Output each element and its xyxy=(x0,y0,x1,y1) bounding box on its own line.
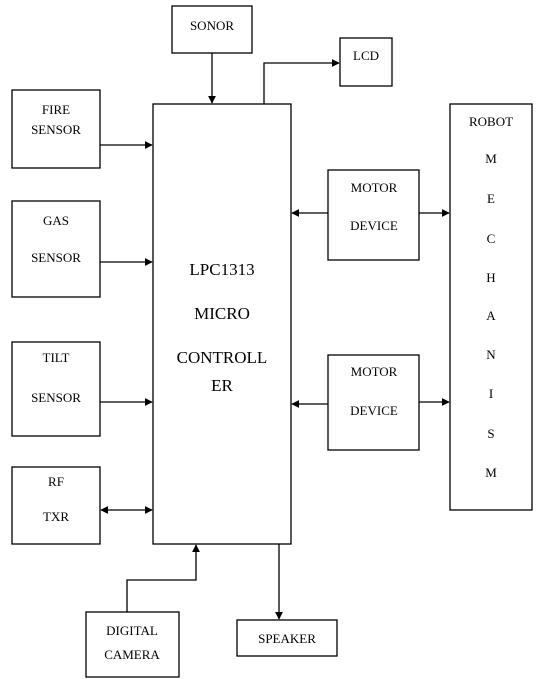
tilt-sensor-label-line2: SENSOR xyxy=(31,390,81,405)
robot-mechanism-label-3: C xyxy=(487,231,496,246)
controller-label-line1: LPC1313 xyxy=(189,260,254,279)
motor-device-top-label-line1: MOTOR xyxy=(351,180,398,195)
robot-mechanism-label-0: ROBOT xyxy=(469,114,513,129)
fire-sensor-label-line2: SENSOR xyxy=(31,122,81,137)
motor-device-bottom-label-line2: DEVICE xyxy=(350,403,398,418)
robot-mechanism-label-7: I xyxy=(489,386,493,401)
speaker-block: SPEAKER xyxy=(236,619,338,657)
tilt-sensor-block: TILT SENSOR xyxy=(11,341,101,437)
digital-camera-block: DIGITAL CAMERA xyxy=(85,611,180,678)
sonor-block: SONOR xyxy=(171,5,253,54)
rf-txr-label-line1: RF xyxy=(48,474,64,489)
robot-mechanism-label-6: N xyxy=(486,347,496,362)
gas-sensor-block: GAS SENSOR xyxy=(11,200,101,298)
rf-txr-label-line2: TXR xyxy=(43,509,69,524)
controller-label-line2: MICRO xyxy=(194,304,250,323)
robot-mechanism-label-8: S xyxy=(487,426,494,441)
controller-label-line3: CONTROLL xyxy=(177,348,268,367)
sonor-label: SONOR xyxy=(190,18,234,33)
motor-device-bottom-label-line1: MOTOR xyxy=(351,364,398,379)
digital-camera-label-line1: DIGITAL xyxy=(106,623,158,638)
gas-sensor-label-line1: GAS xyxy=(43,213,69,228)
controller-block: LPC1313 MICRO CONTROLL ER xyxy=(152,103,292,545)
tilt-sensor-label-line1: TILT xyxy=(43,350,70,365)
digital-camera-label-line2: CAMERA xyxy=(104,647,160,662)
motor-device-top-label-line2: DEVICE xyxy=(350,218,398,233)
lcd-block: LCD xyxy=(339,37,393,87)
robot-mechanism-label-5: A xyxy=(486,308,496,323)
robot-mechanism-label-4: H xyxy=(486,270,495,285)
arrow-camera-to-controller xyxy=(126,544,200,612)
speaker-label: SPEAKER xyxy=(258,631,316,646)
motor-device-top-block: MOTOR DEVICE xyxy=(327,169,420,261)
lcd-label: LCD xyxy=(353,48,379,63)
motor-device-bottom-block: MOTOR DEVICE xyxy=(327,354,420,451)
fire-sensor-block: FIRE SENSOR xyxy=(11,89,101,169)
robot-mechanism-label-2: E xyxy=(487,191,495,206)
robot-mechanism-block: ROBOT M E C H A N I S M xyxy=(449,103,533,511)
controller-label-line4: ER xyxy=(211,376,233,395)
arrow-controller-to-lcd xyxy=(263,59,340,104)
fire-sensor-label-line1: FIRE xyxy=(42,102,70,117)
rf-txr-block: RF TXR xyxy=(11,466,101,545)
robot-mechanism-label-1: M xyxy=(485,151,497,166)
gas-sensor-label-line2: SENSOR xyxy=(31,250,81,265)
robot-mechanism-label-9: M xyxy=(485,465,497,480)
